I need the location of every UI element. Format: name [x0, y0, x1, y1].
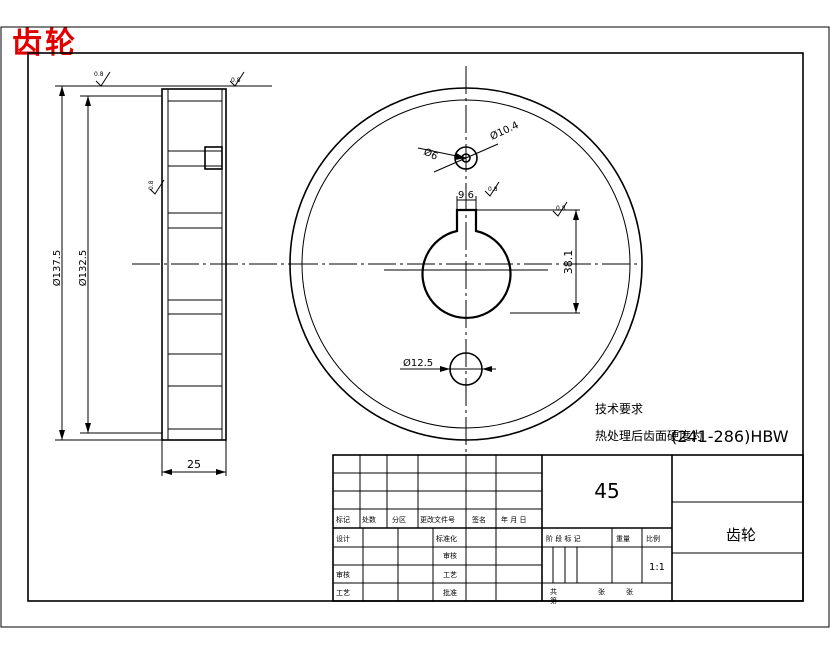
label-sheet: 张: [598, 587, 605, 596]
svg-text:0.8: 0.8: [94, 71, 104, 78]
tech-heading: 技术要求: [595, 402, 643, 416]
roughness-symbol-a: 0.8: [94, 71, 111, 87]
hatch-bottom: [167, 385, 223, 430]
label-page-sheet: 张: [626, 587, 633, 596]
label-review: 审核: [336, 570, 350, 579]
roughness-symbol-e: 0.8: [552, 201, 568, 217]
dim-od-inner: Ø132.5: [77, 250, 89, 287]
label-weight: 重量: [616, 535, 630, 543]
label-check: 审核: [443, 551, 457, 560]
roughness-symbol-b: 0.8: [229, 71, 245, 87]
front-view: Ø6 Ø10.4 9.6 0.8 38.1 0.8 Ø12.5: [289, 66, 643, 458]
label-zone: 分区: [392, 515, 406, 524]
scale-value: 1:1: [649, 562, 665, 573]
svg-text:0.8: 0.8: [556, 205, 566, 212]
keyway-notch: [204, 146, 223, 170]
label-mark: 标记: [336, 515, 350, 524]
svg-text:0.8: 0.8: [148, 180, 155, 190]
svg-text:0.8: 0.8: [488, 186, 498, 193]
hole-large: [454, 146, 478, 170]
label-craft: 工艺: [443, 571, 457, 579]
hatch-upper: [167, 165, 223, 214]
material: 45: [594, 479, 619, 503]
dim-hole-small: Ø6: [422, 146, 440, 163]
roughness-symbol-c: 0.8: [148, 179, 165, 195]
label-change-doc: 更改文件号: [420, 515, 455, 524]
title-block: 标记 处数 分区 更改文件号 签名 年 月 日 设计 标准化 审核 审核 工艺 …: [332, 454, 804, 605]
label-total: 共: [550, 587, 557, 596]
label-count: 处数: [362, 515, 376, 524]
outer-border: [0, 26, 830, 628]
inner-frame: [27, 52, 804, 602]
label-design: 设计: [336, 534, 350, 543]
label-sign: 签名: [472, 515, 486, 524]
label-standard: 标准化: [436, 534, 457, 543]
dim-od-outer: Ø137.5: [51, 250, 63, 287]
label-ymd: 年 月 日: [501, 515, 526, 524]
hatch-top: [167, 100, 223, 152]
dim-keyway: 9.6: [458, 190, 474, 201]
dim-hole-large: Ø10.4: [488, 119, 520, 143]
tech-line-prefix: 热处理后齿面硬度为: [595, 428, 703, 443]
hatch-lower: [167, 313, 223, 355]
tech-requirements: 技术要求 热处理后齿面硬度为 (241-286)HBW: [595, 402, 789, 446]
svg-text:0.8: 0.8: [231, 77, 241, 84]
page-title: 齿轮: [12, 26, 78, 61]
label-stage-mark: 阶 段 标 记: [546, 534, 581, 543]
label-ratio: 比例: [646, 534, 660, 543]
label-page: 第: [550, 596, 557, 605]
dim-bore-depth: 38.1: [562, 250, 575, 275]
label-process: 工艺: [336, 589, 350, 597]
part-name: 齿轮: [726, 526, 756, 544]
dim-bottom-hole: Ø12.5: [403, 357, 433, 369]
bore-keyway: [421, 208, 512, 319]
label-approve: 批准: [443, 588, 457, 597]
section-view: Ø137.5 Ø132.5 25 0.8 0.8 0.8: [51, 71, 290, 476]
dim-width: 25: [187, 458, 201, 471]
tech-line-value: (241-286)HBW: [671, 427, 789, 446]
roughness-symbol-d: 0.8: [484, 181, 500, 197]
